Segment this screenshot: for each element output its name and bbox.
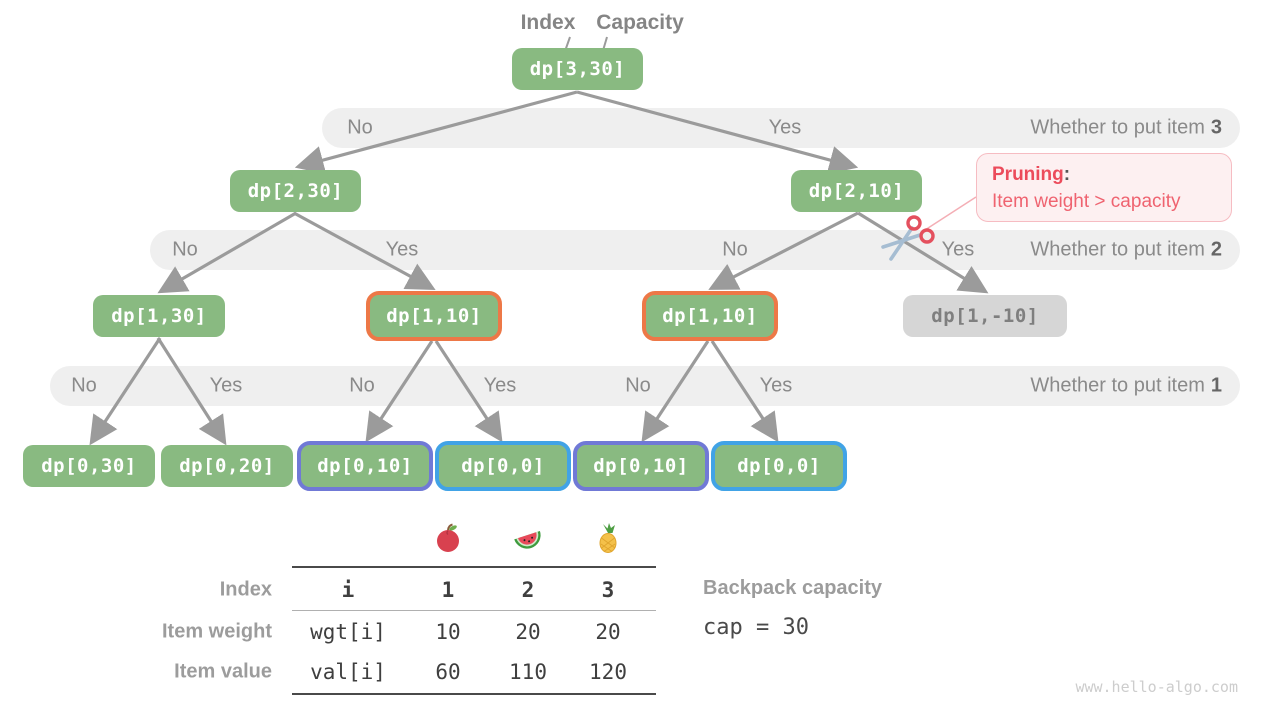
node-dp-1-30: dp[1,30] [93,295,225,337]
node-dp-2-30: dp[2,30] [230,170,361,212]
choice-no-label: No [172,238,198,261]
pruning-callout: Pruning: Item weight > capacity [976,153,1232,222]
pineapple-icon [599,523,617,553]
index-pointer-label: Index [520,11,576,34]
table-value-3: 120 [589,660,627,684]
table-value-1: 60 [435,660,461,684]
table-row-label-weight: Item weight [161,620,272,643]
table-rule-bottom [292,693,656,695]
backpack-capacity-label: Backpack capacity [703,577,883,599]
watermelon-icon [514,530,541,549]
apple-icon [437,523,459,552]
node-dp-0-0-right: dp[0,0] [711,441,847,491]
choice-yes-label: Yes [759,374,793,397]
node-dp-1-neg10-pruned: dp[1,-10] [903,295,1067,337]
node-dp-0-30: dp[0,30] [23,445,155,487]
pruning-title: Pruning [992,164,1064,185]
decision-band-item-1: No Yes No Yes No Yes Whether to put item… [50,366,1240,406]
node-dp-0-10-right: dp[0,10] [573,441,709,491]
choice-yes-label: Yes [483,374,517,397]
choice-no-label: No [349,374,375,397]
band-item-number: 1 [1210,374,1222,397]
capacity-pointer-label: Capacity [596,11,684,34]
pruning-detail: Item weight > capacity [992,191,1181,212]
table-weight-3: 20 [595,620,621,644]
node-dp-0-0-left: dp[0,0] [435,441,571,491]
table-header-1: 1 [441,578,455,602]
choice-yes-label: Yes [941,238,975,261]
table-weight-1: 10 [435,620,461,644]
table-weight-expr: wgt[i] [310,620,386,644]
table-rule-top [292,566,656,568]
band-item-number: 2 [1210,238,1222,261]
choice-yes-label: Yes [385,238,419,261]
table-value-2: 110 [509,660,547,684]
table-header-i: i [341,578,355,602]
backpack-capacity-value: cap = 30 [703,615,809,640]
choice-no-label: No [722,238,748,261]
pruning-callout-line [924,196,977,231]
table-row-label-index: Index [219,578,272,601]
node-dp-2-10: dp[2,10] [791,170,922,212]
choice-yes-label: Yes [768,116,802,139]
choice-no-label: No [71,374,97,397]
choice-yes-label: Yes [209,374,243,397]
node-dp-1-10-left: dp[1,10] [366,291,502,341]
table-row-label-value: Item value [174,660,272,683]
band-item-number: 3 [1210,116,1222,139]
table-rule-mid [292,610,656,611]
table-weight-2: 20 [515,620,541,644]
table-header-2: 2 [521,578,535,602]
node-dp-0-20: dp[0,20] [161,445,293,487]
choice-no-label: No [347,116,373,139]
node-dp-1-10-right: dp[1,10] [642,291,778,341]
node-dp-0-10-left: dp[0,10] [297,441,433,491]
watermark: www.hello-algo.com [1075,678,1238,696]
table-value-expr: val[i] [310,660,386,684]
choice-no-label: No [625,374,651,397]
table-header-3: 3 [601,578,615,602]
node-dp-3-30: dp[3,30] [512,48,643,90]
